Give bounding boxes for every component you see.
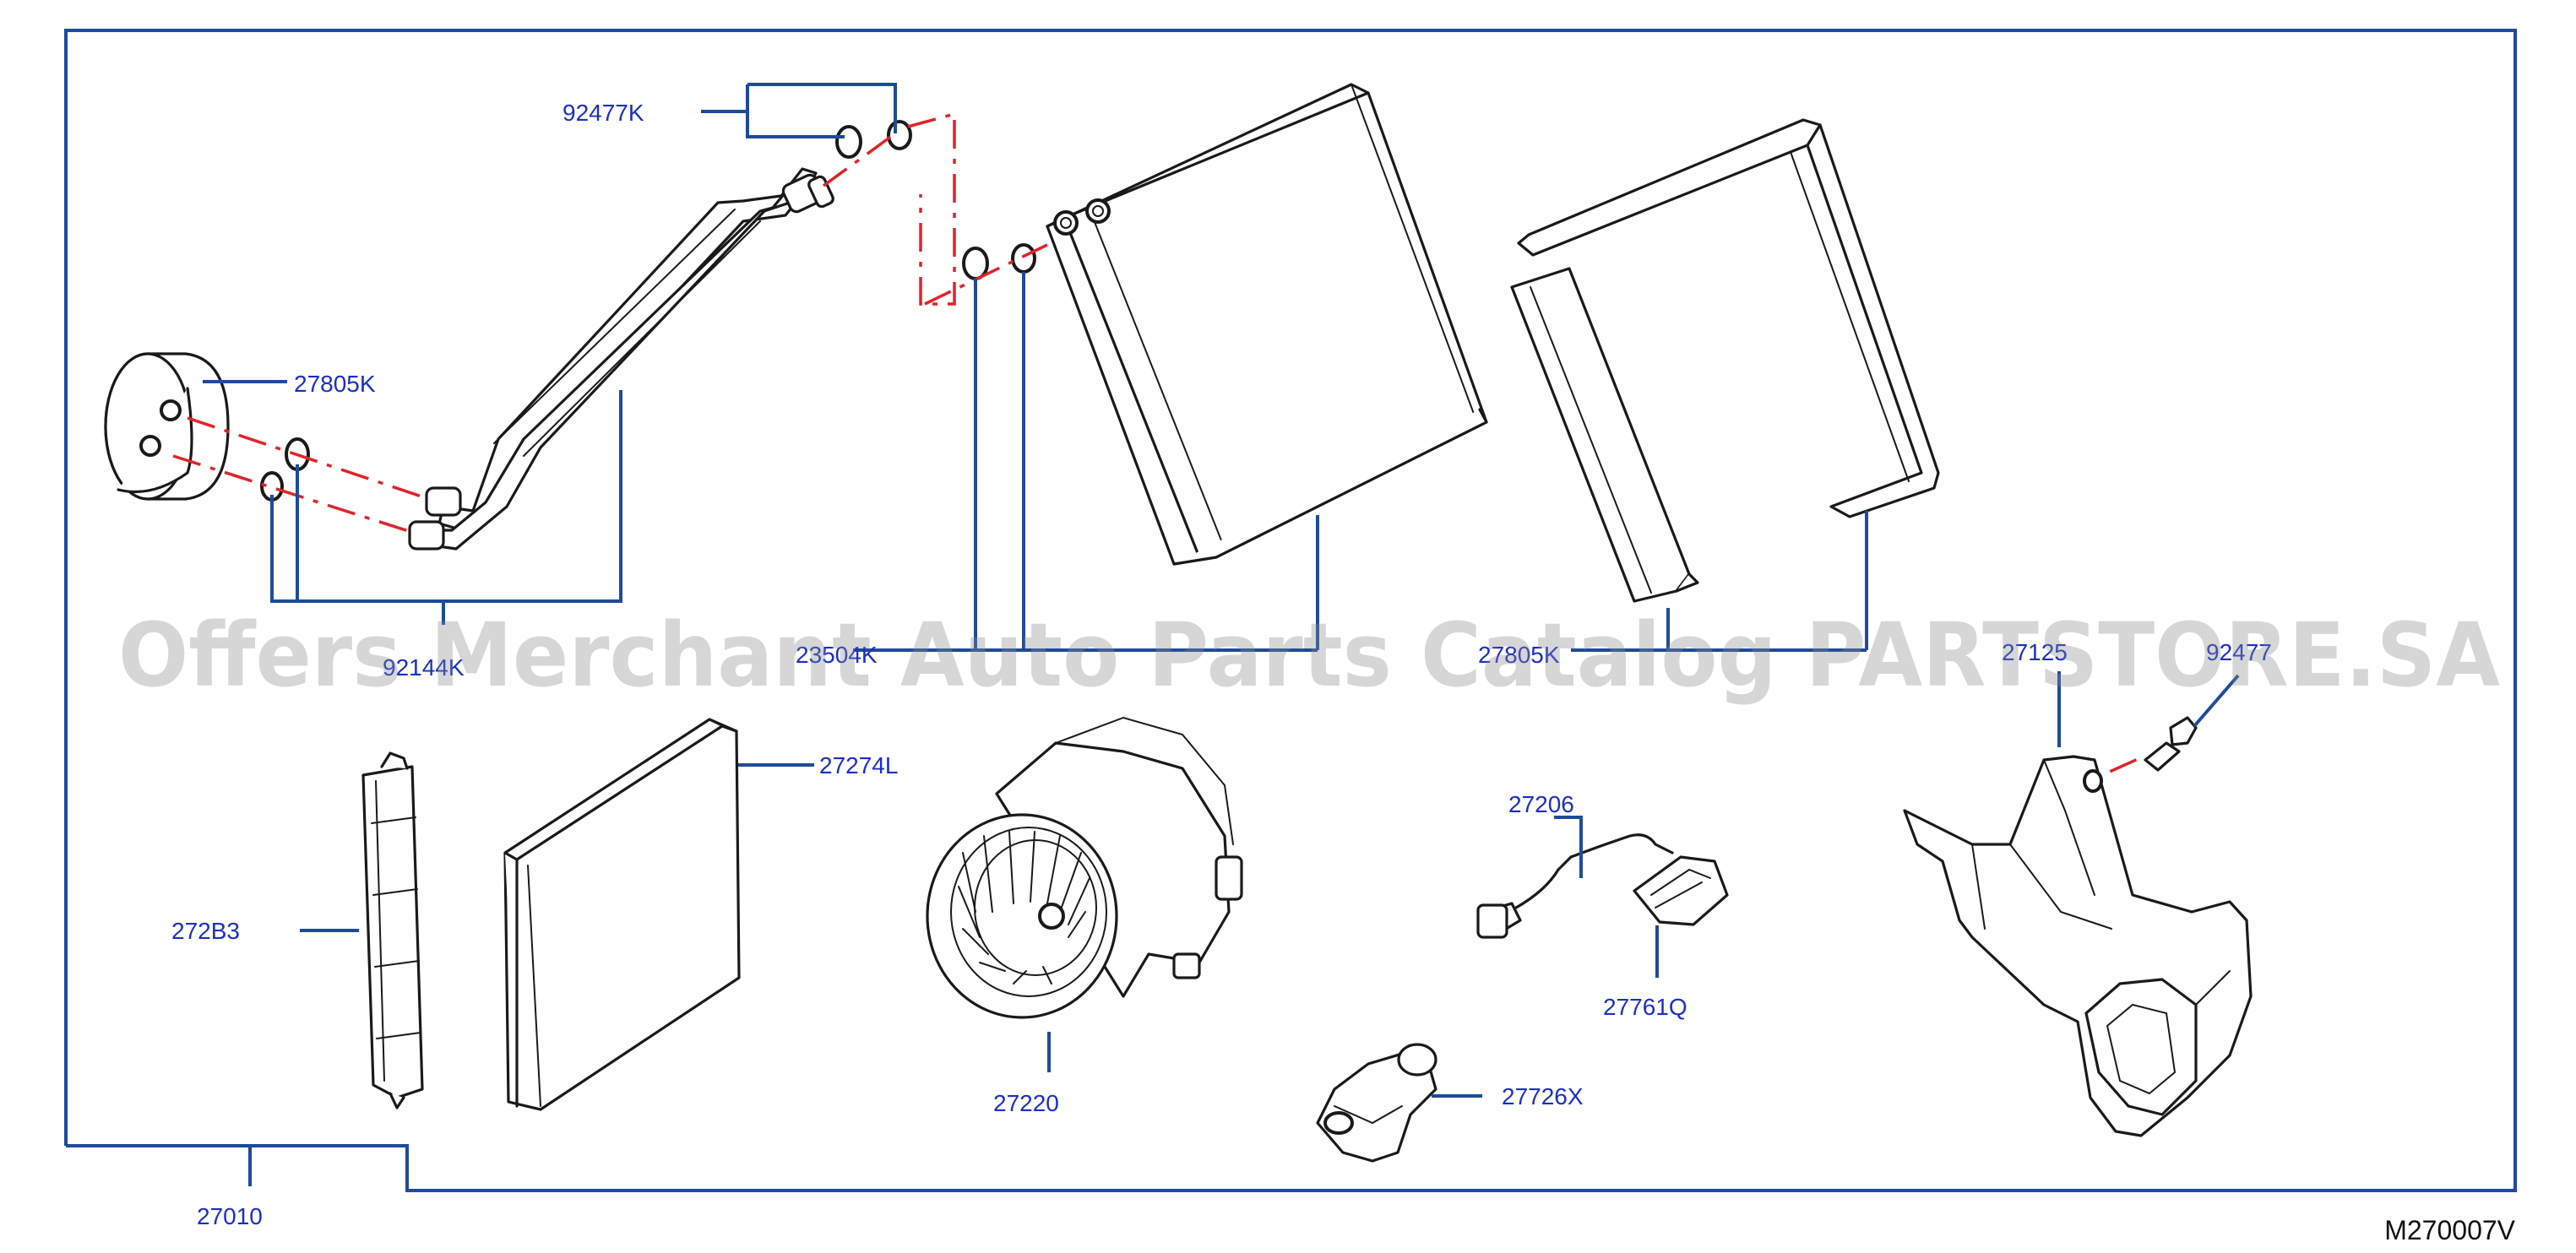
callout-272B3[interactable]: 272B3 — [171, 918, 240, 944]
callout-27206[interactable]: 27206 — [1508, 791, 1574, 817]
callout-27805K-top[interactable]: 27805K — [294, 371, 376, 397]
blower-fan-27220[interactable] — [926, 716, 1243, 1019]
bolt-92477[interactable] — [2144, 716, 2198, 772]
actuator-27726x[interactable] — [1316, 1043, 1437, 1163]
harness-27206[interactable] — [1476, 833, 1674, 939]
plug-27805k[interactable] — [104, 352, 230, 501]
callout-27274L[interactable]: 27274L — [819, 752, 898, 778]
callout-23504K[interactable]: 23504K — [796, 642, 878, 668]
callout-27805K-mid[interactable]: 27805K — [1478, 642, 1560, 668]
callout-27761Q[interactable]: 27761Q — [1603, 994, 1687, 1020]
leader-lines — [203, 83, 2240, 1186]
assembly-frame — [64, 29, 2517, 1192]
watermark: Offers Merchant Auto Parts Catalog PARTS… — [118, 604, 2500, 707]
callout-92144K[interactable]: 92144K — [383, 654, 465, 681]
callout-27010[interactable]: 27010 — [197, 1203, 263, 1229]
seal-cover-27805k[interactable] — [1510, 118, 1940, 603]
callout-92477[interactable]: 92477 — [2206, 639, 2272, 665]
housing-27125[interactable] — [1903, 755, 2253, 1137]
evaporator-23504k[interactable] — [1046, 83, 1488, 566]
pipe-92144k[interactable] — [408, 167, 834, 551]
callout-92477K[interactable]: 92477K — [562, 100, 644, 126]
callout-27125[interactable]: 27125 — [2002, 639, 2068, 665]
cabin-filter-27274l[interactable] — [503, 718, 741, 1111]
resistor-27761q[interactable] — [1633, 855, 1729, 926]
hidden-lines — [172, 111, 2146, 795]
callout-labels: 92477K 27805K 92144K 23504K 27805K 27125… — [171, 100, 2272, 1229]
panel-272b3[interactable] — [361, 751, 424, 1109]
diagram-code: M270007V — [2384, 1215, 2515, 1245]
callout-27726X[interactable]: 27726X — [1502, 1083, 1584, 1109]
callout-27220[interactable]: 27220 — [993, 1090, 1059, 1116]
